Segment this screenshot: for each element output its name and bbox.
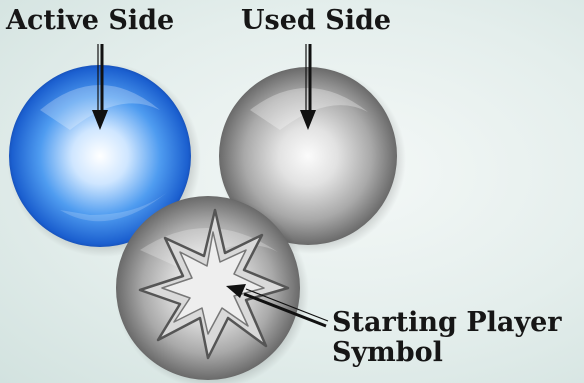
starting-player-token — [115, 195, 309, 383]
used-side-label: Used Side — [241, 6, 391, 36]
starting-player-label-line2: Symbol — [332, 338, 561, 368]
starting-player-label-line1: Starting Player — [332, 308, 561, 338]
starting-player-label: Starting Player Symbol — [332, 308, 561, 368]
active-side-label: Active Side — [6, 6, 174, 36]
